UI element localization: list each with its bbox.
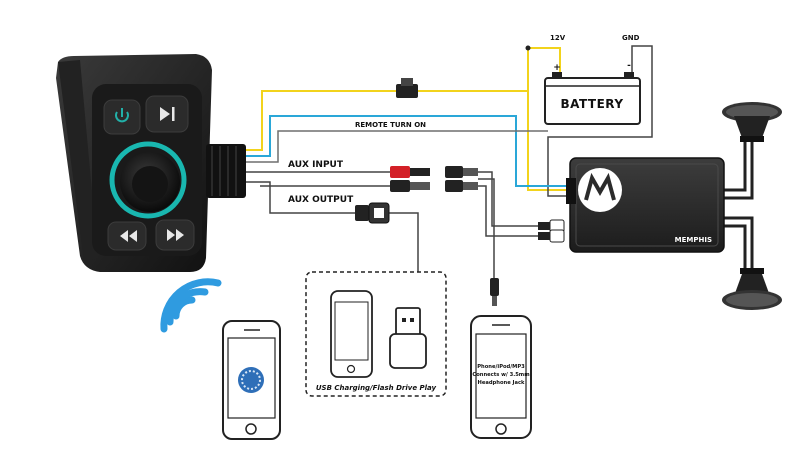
wire-amp-speaker-top-2 [723,140,754,200]
power-icon [115,108,129,123]
controller-side [58,60,98,262]
connector-ribs [211,146,237,196]
usb-plug-icon [355,202,390,224]
usb-box: USB Charging/Flash Drive Play [305,271,447,397]
label-aux-input: AUX INPUT [288,160,344,170]
phone-bluetooth [222,320,281,440]
fuse-icon [396,78,418,98]
phone-aux: Phone/iPod/MP3 Connects w/ 3.5mm Headpho… [470,315,532,439]
phone-text-line2: Connects w/ 3.5mm [472,372,529,378]
wire-12v-amp [527,91,570,191]
wire-rca-to-amp [478,171,548,227]
wire-amp-speaker-bottom [723,216,754,272]
wire-cyan [246,115,570,187]
controller [56,54,246,272]
wire-amp-speaker-bottom-2 [723,224,747,272]
label-aux-output: AUX OUTPUT [288,195,354,205]
battery-minus: - [627,61,631,71]
aux-jack [490,278,499,306]
wires [246,45,754,278]
label-remote-turn-on: REMOTE TURN ON [355,121,426,129]
wire-rca-to-amp-2 [478,185,548,237]
speaker-top [722,102,782,142]
bluetooth-wave-icon [160,278,222,333]
rca-pair-output [390,180,478,192]
wire-gnd [547,45,653,197]
wire-aux-to-phone [478,178,495,278]
amp-logo-mark [584,172,616,201]
phone-text-line3: Headphone Jack [477,380,525,386]
label-12v: 12V [550,34,566,42]
battery: BATTERY + - 12V GND [544,34,641,125]
phone-text-line1: Phone/iPod/MP3 [477,364,525,370]
rewind-icon [120,230,137,242]
wire-usb [388,212,419,272]
wire-12v [246,47,561,151]
wire-amp-speaker-top [723,140,747,192]
junction-12v [525,45,531,51]
battery-label: BATTERY [560,97,623,111]
volume-knob-cap [132,166,168,202]
amp-rca-inputs [538,219,565,243]
play-pause-icon [160,107,175,121]
app-logo [238,367,264,393]
usb-caption: USB Charging/Flash Drive Play [316,384,437,392]
volume-knob-ring [109,141,187,219]
battery-plus: + [553,63,561,73]
speaker-bottom [722,268,782,310]
fast-forward-icon [167,229,184,241]
wire-remote-turn-on [246,130,548,163]
rca-pair-input [390,166,478,178]
amp-brand: MEMPHIS [675,236,712,244]
label-gnd: GND [622,34,640,42]
amplifier: MEMPHIS [566,157,725,253]
usb-phone [330,290,373,378]
wire-aux-output [246,181,355,214]
usb-flash-drive [389,307,427,369]
